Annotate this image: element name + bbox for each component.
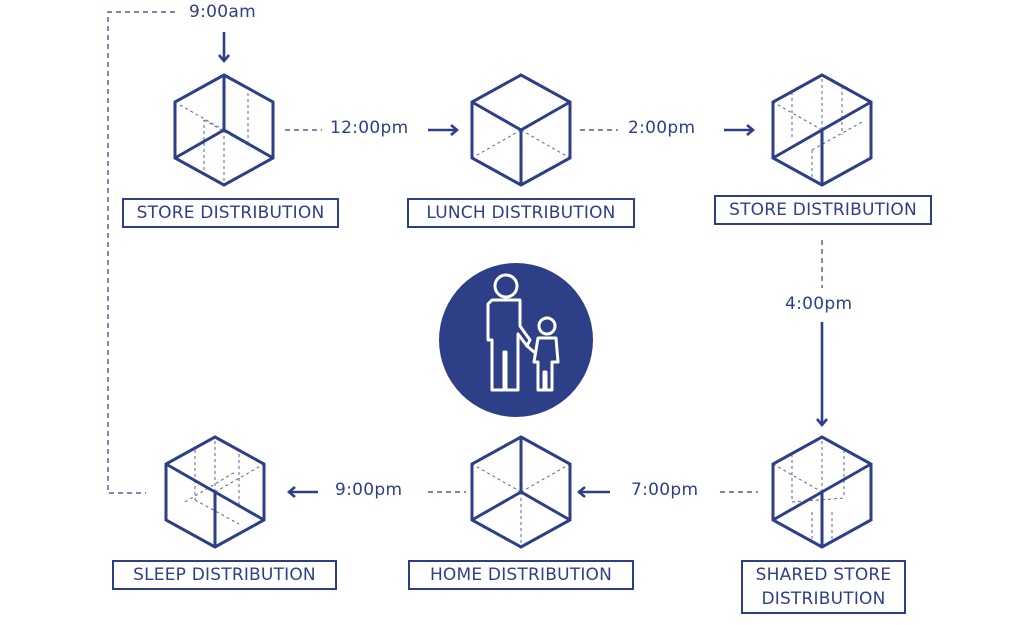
node-label-home-distribution: HOME DISTRIBUTION <box>408 560 634 590</box>
node-label-lunch-distribution: LUNCH DISTRIBUTION <box>407 198 635 228</box>
adult-and-child-icon <box>486 273 560 392</box>
node-label-text-line1: SHARED STORE <box>755 565 892 585</box>
return-loop-connector <box>107 11 175 494</box>
node-label-store-distribution-1: STORE DISTRIBUTION <box>122 198 339 228</box>
node-label-text: HOME DISTRIBUTION <box>429 565 613 585</box>
time-label-1200pm: 12:00pm <box>330 118 409 138</box>
node-label-store-distribution-2: STORE DISTRIBUTION <box>714 195 932 225</box>
time-label-200pm: 2:00pm <box>628 118 696 138</box>
cube-icon-sleep <box>164 435 266 549</box>
node-label-shared-store-distribution: SHARED STORE DISTRIBUTION <box>741 560 906 614</box>
dashed-connectors <box>285 129 823 493</box>
center-badge <box>439 263 593 417</box>
node-label-text: SLEEP DISTRIBUTION <box>133 565 316 585</box>
node-label-text: STORE DISTRIBUTION <box>136 203 325 223</box>
node-label-sleep-distribution: SLEEP DISTRIBUTION <box>112 560 337 590</box>
node-label-text: STORE DISTRIBUTION <box>729 200 917 220</box>
cube-icon-home <box>470 435 572 549</box>
cube-icon-store-1 <box>173 73 275 187</box>
time-label-400pm: 4:00pm <box>785 294 853 314</box>
cube-icon-lunch <box>470 73 572 187</box>
time-label-900pm: 9:00pm <box>335 480 403 500</box>
time-label-900am: 9:00am <box>189 2 256 22</box>
node-label-text-line2: DISTRIBUTION <box>761 589 886 609</box>
cube-icon-store-2 <box>771 73 873 187</box>
arrows <box>218 32 828 498</box>
cube-icon-shared-store <box>771 435 873 549</box>
time-label-700pm: 7:00pm <box>631 480 699 500</box>
node-label-text: LUNCH DISTRIBUTION <box>426 203 616 223</box>
